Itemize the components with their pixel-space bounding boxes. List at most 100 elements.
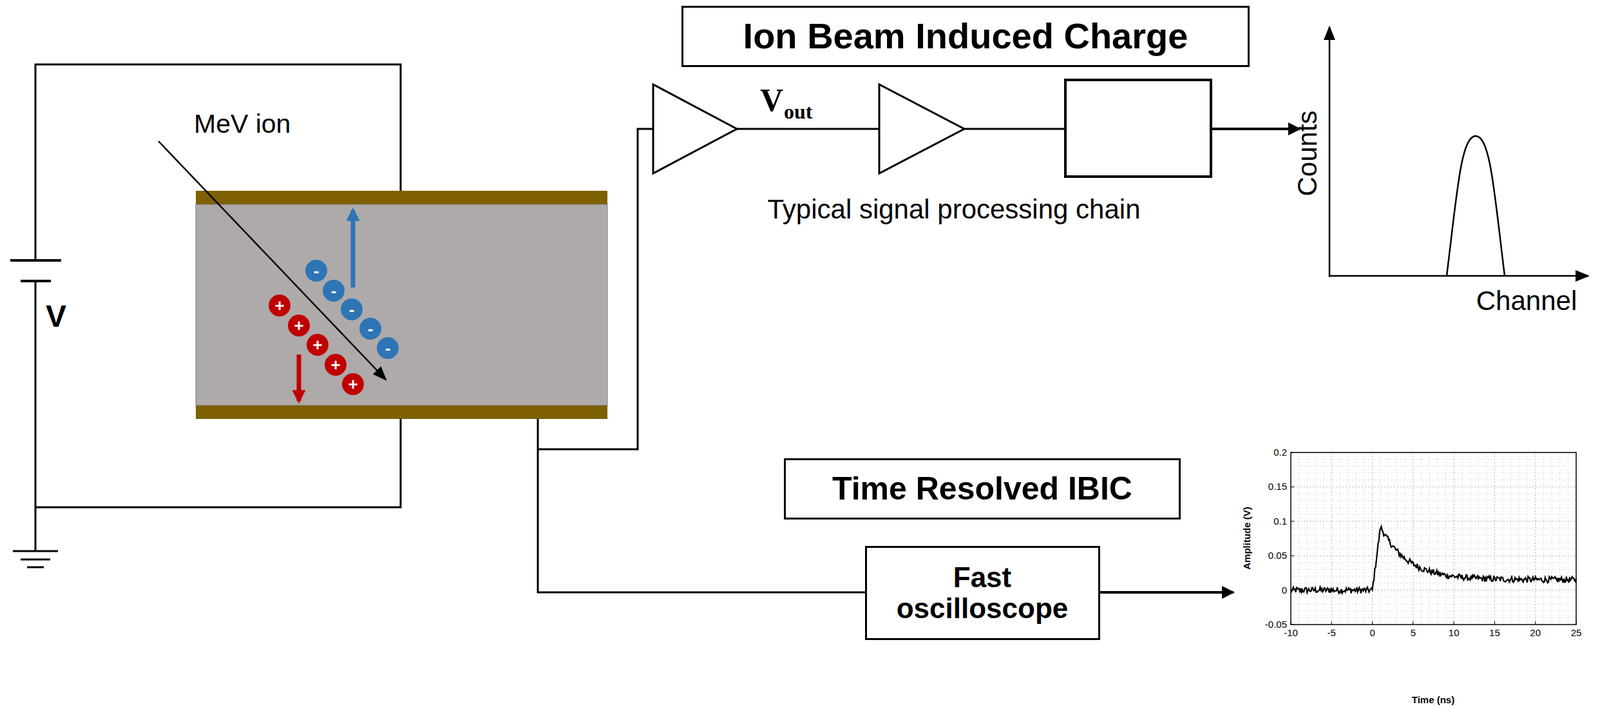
tick [1412,620,1414,625]
grid-line [1290,561,1577,563]
tick-label: 0.05 [1268,550,1287,562]
tick-label: 20 [1529,627,1541,639]
axis [1328,275,1589,277]
grid-line [1396,452,1398,625]
grid-line [1290,582,1577,583]
grid-line [1485,452,1487,625]
tick [1290,520,1295,522]
title-box: Ion Beam Induced Charge [681,5,1250,67]
tick-label: 0 [1369,627,1375,639]
voltage-label: V [45,299,67,334]
grid-line [1567,452,1569,625]
amplifier-symbol [653,84,737,174]
grid-line [1510,452,1512,625]
signal-name: V [760,82,784,118]
ion-track-arrow [158,141,386,380]
charge-sign: - [367,319,374,339]
grid-line [1290,527,1577,529]
charge-carrier: - [376,336,399,359]
plot-grid [1290,452,1577,625]
tick-label: 0.15 [1268,481,1287,493]
grid-line [1290,596,1577,598]
grid-line [1412,452,1414,625]
charge-sign: - [313,261,320,281]
grid-line [1371,452,1373,625]
ground-symbol [12,550,58,567]
amplifier-symbol [879,84,965,174]
tick [1290,620,1292,625]
grid-line [1290,534,1577,536]
axis-title: Time (ns) [1411,694,1455,706]
grid-line [1290,520,1577,522]
chain-caption: Typical signal processing chain [767,194,1141,225]
grid-line [1290,514,1577,515]
grid-line [1527,452,1528,625]
output-arrow [1100,590,1234,594]
plot-ticks [1290,452,1577,625]
wire [964,128,1066,131]
grid-line [1380,452,1381,625]
grid-line [1314,452,1316,625]
tick-label: 10 [1448,627,1460,639]
grid-line [1290,458,1577,460]
grid-line [1290,602,1577,604]
output-arrow [1210,127,1300,131]
charge-carrier: - [359,317,382,340]
wire [34,280,37,551]
grid-line [1551,452,1553,625]
hole-drift-arrow [296,354,302,401]
grid-line [1290,499,1577,501]
tick [1453,620,1455,625]
grid-line [1355,452,1357,625]
signal-trace [1290,526,1577,593]
tick [1290,452,1295,453]
grid-line [1461,452,1463,625]
grid-line [1290,609,1577,611]
charge-carrier: + [287,314,310,337]
grid-line [1290,479,1577,480]
charge-carrier: - [322,279,345,302]
grid-line [1445,452,1447,625]
charge-carrier: + [342,372,364,395]
grid-line [1437,452,1438,625]
grid-line [1559,452,1561,625]
grid-line [1298,452,1300,625]
axis-title: Counts [1292,110,1323,196]
grid-line [1534,452,1536,625]
charge-carrier: + [324,353,347,376]
tick-label: -0.05 [1265,619,1287,630]
axis-title: Channel [1476,285,1577,316]
grid-line [1323,452,1324,625]
grid-line [1290,465,1577,467]
charge-sign: + [274,296,285,315]
instrument-box: Fast oscilloscope [865,545,1101,640]
battery-plate [20,279,51,283]
spectrum-peak [1446,135,1505,276]
signal-subscript: out [783,100,813,124]
axis [1328,27,1331,277]
tick [1290,624,1295,625]
grid-line [1290,486,1577,487]
grid-line [1347,452,1349,625]
charge-carrier: - [340,298,363,321]
charge-sign: + [347,374,358,394]
tick [1331,620,1333,625]
charge-carrier: - [305,259,328,282]
tick-label: -10 [1283,627,1298,639]
grid-line [1290,541,1577,542]
axis-title: Amplitude (V) [1241,506,1253,570]
charge-carrier: + [268,294,291,317]
grid-line [1339,452,1340,625]
tick-label: 15 [1489,627,1501,639]
electrode [195,405,608,419]
waveform [1290,526,1577,593]
box-text: Time Resolved IBIC [832,470,1133,507]
charge-sign: + [293,316,304,335]
box-text: Ion Beam Induced Charge [743,16,1189,57]
tick-label: 5 [1410,627,1416,639]
grid-line [1290,493,1577,495]
tick-label: -5 [1327,627,1336,639]
grid-line [1404,452,1406,625]
charge-sign: + [312,335,323,355]
